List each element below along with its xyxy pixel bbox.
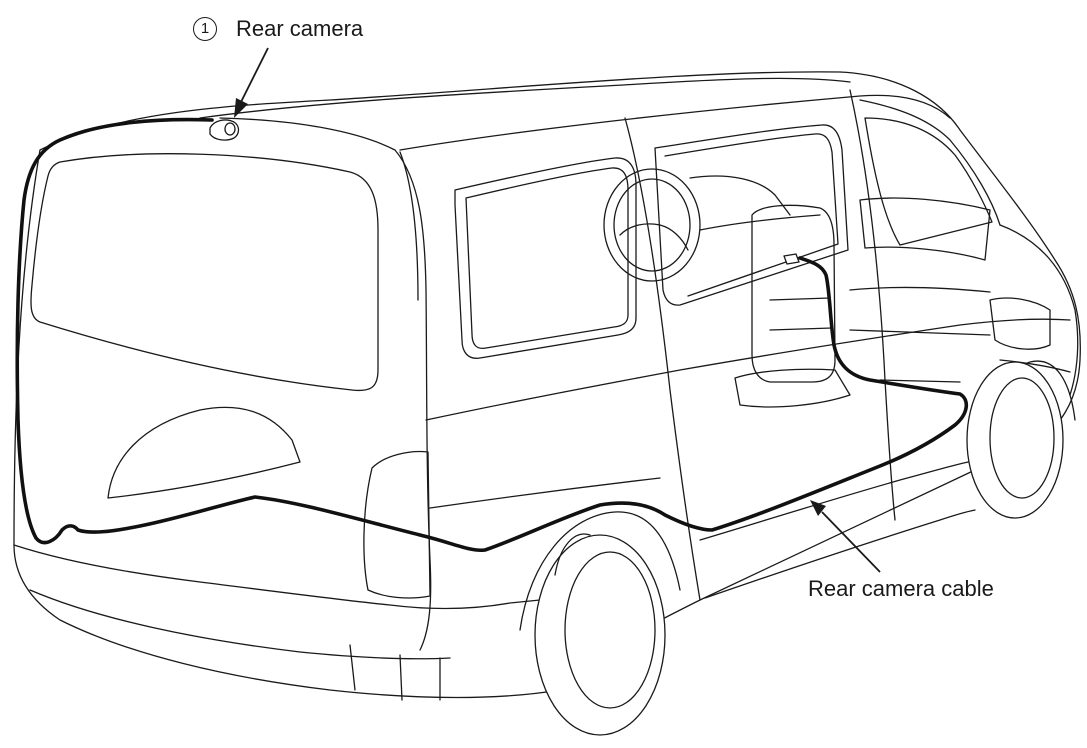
rear-window bbox=[30, 153, 379, 392]
cable-arrowhead bbox=[810, 500, 826, 516]
front-headlight bbox=[989, 297, 1051, 350]
side-belt-line bbox=[425, 318, 1071, 421]
front-seat-back bbox=[751, 204, 836, 383]
rear-wheel-tread bbox=[554, 533, 591, 576]
rear-camera-cable-label: Rear camera cable bbox=[808, 576, 994, 601]
callout-number-badge: 1 bbox=[193, 17, 217, 41]
interior-rear-seat bbox=[859, 197, 991, 261]
rear-wheel-tire bbox=[534, 534, 666, 736]
sliding-door-edge bbox=[624, 117, 701, 601]
dashboard bbox=[689, 175, 821, 231]
front-pillar-window bbox=[864, 117, 993, 246]
side-sill-lower bbox=[704, 509, 976, 599]
rear-wheel-rim bbox=[564, 551, 656, 709]
rear-bumper bbox=[13, 544, 541, 610]
interior-lines bbox=[849, 286, 991, 383]
side-lower-line bbox=[429, 477, 661, 509]
side-sill bbox=[699, 461, 969, 541]
license-plate-recess bbox=[107, 406, 301, 499]
rear-bumper-lower bbox=[29, 589, 451, 660]
rear-camera-cable bbox=[15, 117, 969, 553]
rear-camera-label: Rear camera bbox=[236, 16, 364, 41]
front-side-window bbox=[654, 124, 849, 306]
cable-leader bbox=[821, 511, 881, 573]
front-wheel-rim bbox=[989, 377, 1055, 499]
tail-light bbox=[363, 450, 431, 599]
rear-hatch-edge-inner bbox=[399, 151, 419, 301]
steering-wheel-hub bbox=[619, 223, 689, 251]
side-rear-window-inner bbox=[465, 167, 629, 350]
front-seat-cushion bbox=[734, 368, 851, 408]
side-rear-window bbox=[454, 157, 637, 359]
van-roof-line bbox=[199, 77, 851, 119]
front-nose bbox=[999, 224, 1079, 396]
front-grille bbox=[999, 359, 1071, 373]
steering-wheel-inner bbox=[613, 178, 691, 272]
rear-wheel-arch bbox=[519, 511, 681, 631]
rear-bumper-step bbox=[349, 644, 441, 701]
rear-camera-lens bbox=[224, 122, 236, 136]
sliding-door-edge-2 bbox=[849, 89, 896, 521]
front-side-window-inner bbox=[664, 133, 839, 297]
cable-connector bbox=[783, 253, 800, 265]
front-wheel-tire bbox=[966, 361, 1064, 519]
rear-camera-arrowhead bbox=[234, 98, 248, 118]
van-roof-crease bbox=[399, 94, 951, 151]
windshield-frame bbox=[859, 99, 1001, 226]
rear-camera-mount bbox=[209, 119, 240, 141]
steering-wheel bbox=[603, 168, 701, 282]
front-seat-frame bbox=[769, 297, 833, 331]
rear-camera-leader bbox=[239, 47, 269, 105]
rear-hatch-edge bbox=[219, 117, 432, 651]
